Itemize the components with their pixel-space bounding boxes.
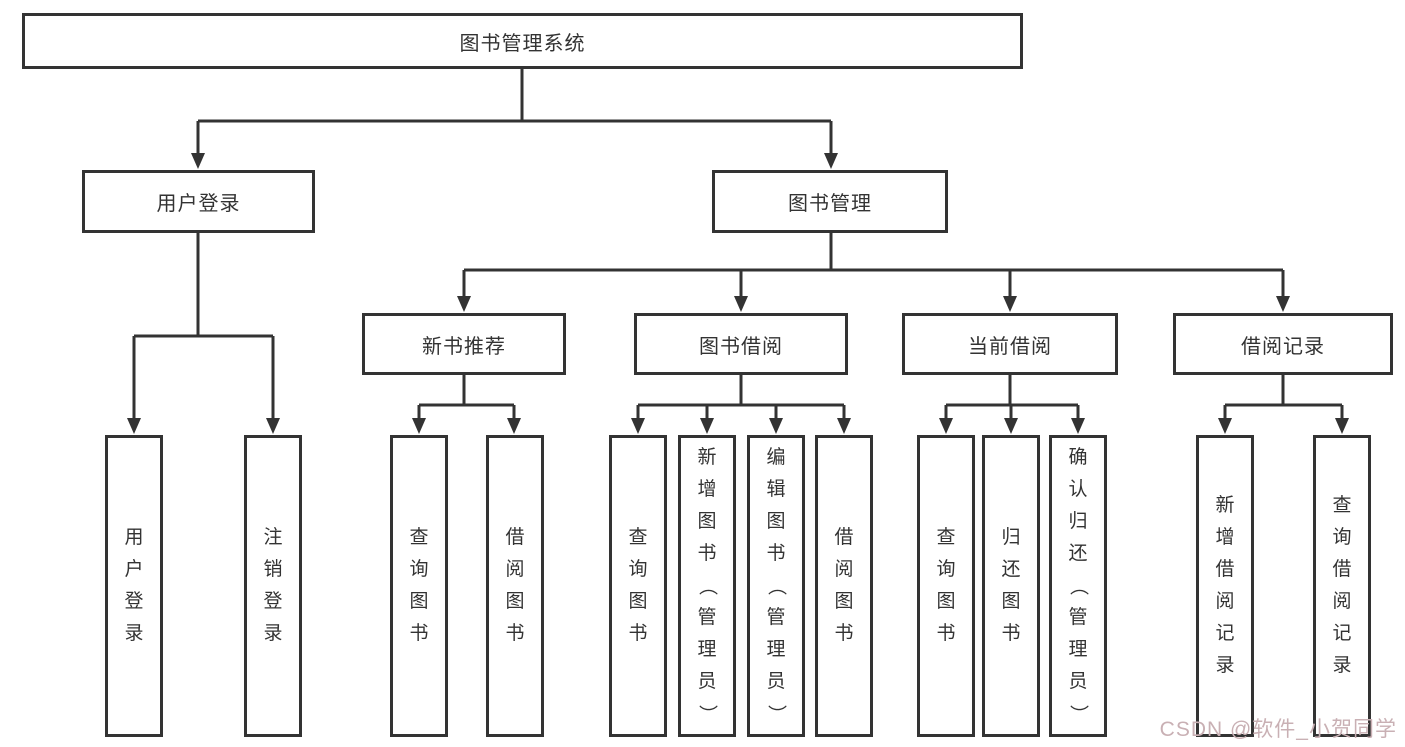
connector-current-borrowing xyxy=(939,375,1085,434)
arrowhead xyxy=(1071,418,1085,434)
node-user-login: 用户登录 xyxy=(82,170,315,233)
arrowhead xyxy=(1218,418,1232,434)
arrowhead xyxy=(939,418,953,434)
arrowhead xyxy=(631,418,645,434)
leaf-add-borrow-record: 新增借阅记录 xyxy=(1196,435,1254,737)
leaf-edit-books-admin: 编辑图书（管理员） xyxy=(747,435,805,737)
leaf-add-books-admin: 新增图书（管理员） xyxy=(678,435,736,737)
arrowhead xyxy=(824,153,838,169)
node-book-management: 图书管理 xyxy=(712,170,948,233)
leaf-borrow-books-recommend: 借阅图书 xyxy=(486,435,544,737)
arrowhead xyxy=(191,153,205,169)
node-library-management-system: 图书管理系统 xyxy=(22,13,1023,69)
node-book-borrowing: 图书借阅 xyxy=(634,313,848,375)
arrowhead xyxy=(266,418,280,434)
connector-borrowing-records xyxy=(1218,375,1349,434)
connector-new-book-recommend xyxy=(412,375,521,434)
arrowhead xyxy=(412,418,426,434)
leaf-return-books: 归还图书 xyxy=(982,435,1040,737)
arrowhead xyxy=(700,418,714,434)
leaf-query-books-recommend: 查询图书 xyxy=(390,435,448,737)
node-new-book-recommend: 新书推荐 xyxy=(362,313,566,375)
arrowhead xyxy=(1335,418,1349,434)
arrowhead xyxy=(457,296,471,312)
node-current-borrowing: 当前借阅 xyxy=(902,313,1118,375)
arrowhead xyxy=(837,418,851,434)
arrowhead xyxy=(127,418,141,434)
connector-book-borrowing xyxy=(631,375,851,434)
leaf-confirm-return-admin: 确认归还（管理员） xyxy=(1049,435,1107,737)
arrowhead xyxy=(507,418,521,434)
arrowhead xyxy=(734,296,748,312)
connector-user-login xyxy=(127,233,280,434)
leaf-query-books-borrowing: 查询图书 xyxy=(609,435,667,737)
arrowhead xyxy=(1004,418,1018,434)
connector-root xyxy=(191,68,838,169)
leaf-query-books-current: 查询图书 xyxy=(917,435,975,737)
csdn-watermark: CSDN @软件_小贺同学 xyxy=(1159,718,1397,741)
leaf-query-borrow-record: 查询借阅记录 xyxy=(1313,435,1371,737)
arrowhead xyxy=(1276,296,1290,312)
arrowhead xyxy=(1003,296,1017,312)
connector-book-management xyxy=(457,233,1290,312)
leaf-logout: 注销登录 xyxy=(244,435,302,737)
leaf-user-login: 用户登录 xyxy=(105,435,163,737)
leaf-borrow-books-borrowing: 借阅图书 xyxy=(815,435,873,737)
node-borrowing-records: 借阅记录 xyxy=(1173,313,1393,375)
arrowhead xyxy=(769,418,783,434)
